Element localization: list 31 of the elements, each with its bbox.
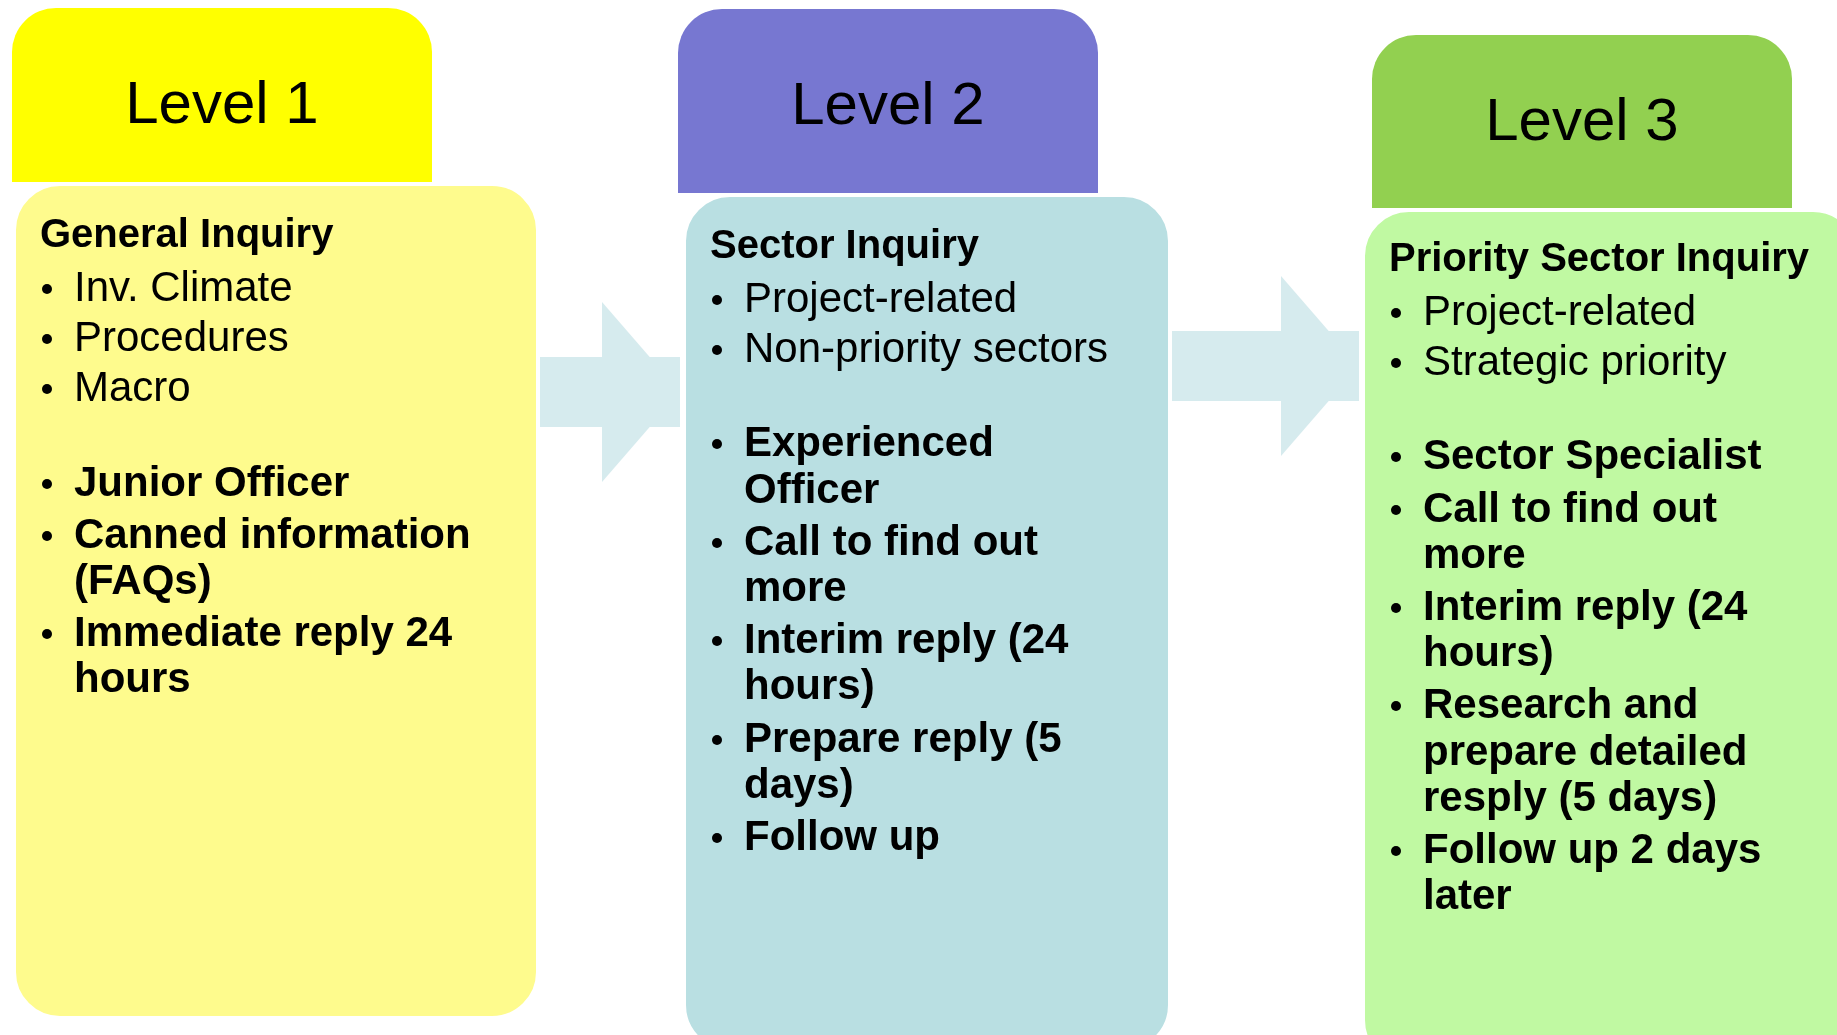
bullet-item: Sector Specialist bbox=[1423, 432, 1762, 479]
bullet-item: Follow up bbox=[744, 812, 940, 860]
bullet-item: Strategic priority bbox=[1423, 338, 1727, 385]
block-arrow bbox=[540, 302, 680, 482]
bullet-item: Immediate reply 24 hours bbox=[74, 609, 454, 702]
level-tab bbox=[678, 9, 1098, 193]
card-heading: Sector Inquiry bbox=[710, 221, 980, 267]
bullet-item: Macro bbox=[74, 364, 191, 411]
bullet-item: Call to find out more bbox=[744, 517, 1039, 611]
bullet-item: Project-related bbox=[744, 275, 1018, 322]
level-title: Level 3 bbox=[1485, 85, 1679, 154]
bullet-item: Inv. Climate bbox=[74, 264, 293, 311]
level-title: Level 1 bbox=[125, 68, 319, 137]
bullet-item: Non-priority sectors bbox=[744, 325, 1109, 372]
card-heading: General Inquiry bbox=[40, 210, 335, 256]
bullet-item: Interim reply (24 hours) bbox=[744, 616, 1070, 709]
bullet-item: Experienced Officer bbox=[744, 419, 995, 512]
card-heading: Priority Sector Inquiry bbox=[1389, 234, 1811, 280]
level-title: Level 2 bbox=[791, 69, 985, 138]
bullet-item: Project-related bbox=[1423, 288, 1697, 335]
block-arrow bbox=[1172, 276, 1359, 456]
bullet-item: Follow up 2 days later bbox=[1423, 825, 1763, 919]
bullet-item: Call to find out more bbox=[1423, 484, 1718, 577]
bullet-item: Procedures bbox=[74, 314, 289, 361]
bullet-item: Junior Officer bbox=[74, 458, 350, 505]
bullet-item: Interim reply (24 hours) bbox=[1423, 582, 1749, 676]
level-tab bbox=[1372, 35, 1792, 208]
level-tab bbox=[12, 8, 432, 182]
bullet-item: Research and prepare detailed resply (5 days) bbox=[1423, 681, 1749, 820]
bullet-item: Canned information (FAQs) bbox=[74, 510, 472, 604]
bullet-item: Prepare reply (5 days) bbox=[744, 714, 1063, 807]
